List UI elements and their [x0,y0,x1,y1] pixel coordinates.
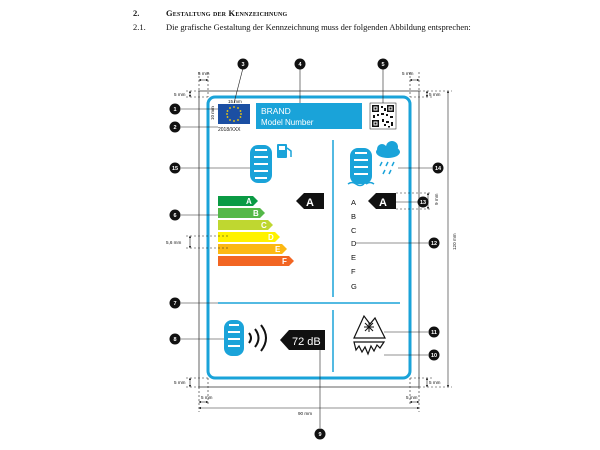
dim-bottom-left: 5 mm [174,380,186,385]
wet-grip-scale: A B C D E F G [351,198,357,291]
wet-grip-letter: D [351,239,357,248]
svg-text:7: 7 [173,301,176,307]
section-title: Gestaltung der Kennzeichnung [166,8,288,18]
dim-left-top: 5 mm [174,92,186,97]
dim-bar-pitch: 5,6 mm [166,240,181,245]
section-number: 2. [133,8,140,18]
eu-flag-icon [218,104,250,124]
wet-grip-icon [347,141,400,187]
callout-12: 12 [428,237,440,249]
callout-3: 3 [237,58,249,70]
section-heading: 2. Gestaltung der Kennzeichnung 2.1. Die… [0,0,600,40]
outer-border [198,90,420,388]
callout-7: 7 [169,297,181,309]
callout-5: 5 [377,58,389,70]
dim-bottom-right: 5 mm [429,380,441,385]
noise-value: 72 dB [292,336,321,348]
callout-9: 9 [314,428,326,440]
flag-height-dim: 10 mm [210,106,215,120]
fuel-bar-label: F [282,257,287,266]
callout-11: 11 [428,326,440,338]
svg-text:8: 8 [173,337,176,343]
svg-text:10: 10 [431,353,437,359]
subsection-number: 2.1. [133,22,146,32]
fuel-bar: C [218,220,273,230]
regulation-number: 2018/XXX [218,127,241,133]
fuel-bar: F [218,256,294,266]
fuel-efficiency-scale: A B C D E F [218,196,294,266]
dimension-lines [186,72,452,412]
fuel-bar: D [218,232,280,242]
dim-under-right: 5 mm [406,395,418,400]
callout-8: 8 [169,333,181,345]
svg-text:5: 5 [381,62,384,68]
wet-grip-letter: F [351,267,356,276]
label-frame [206,95,412,380]
dim-width: 90 mm [298,411,312,416]
fuel-efficiency-icon [250,144,292,183]
ice-grip-icon [353,341,386,356]
callout-leaders [181,67,432,428]
fuel-bar: B [218,208,265,218]
flag-width-dim: 15 mm [228,99,242,104]
wet-grip-letter: C [351,226,357,235]
svg-text:11: 11 [431,330,437,336]
wet-grip-letter: A [351,198,356,207]
dim-wet-gap: 9 mm [434,193,439,205]
fuel-bar: E [218,244,287,254]
callout-6: 6 [169,209,181,221]
wet-grip-class-letter: A [379,197,387,209]
svg-text:9: 9 [318,432,321,438]
callout-13: 13 [417,196,429,208]
svg-text:1: 1 [173,107,176,113]
wet-grip-letter: E [351,253,356,262]
wet-grip-letter: B [351,212,356,221]
svg-text:15: 15 [172,166,178,172]
dim-top-left: 5 mm [198,71,210,76]
fuel-class-indicator: A [296,193,324,209]
svg-text:2: 2 [173,125,176,131]
dim-height: 120 mm [452,233,457,250]
callout-15: 15 [169,162,181,174]
fuel-bar-label: C [261,221,267,230]
noise-value-box: 72 dB [280,330,325,350]
brand-name: BRAND [261,106,291,116]
callout-markers: 1 2 3 4 5 6 7 8 9 10 11 12 13 14 15 [169,58,444,440]
svg-text:6: 6 [173,213,176,219]
fuel-bar-label: E [275,245,281,254]
fuel-bar: A [218,196,258,206]
fuel-bar-label: A [246,197,252,206]
fuel-bar-label: B [253,209,259,218]
svg-text:4: 4 [298,62,302,68]
svg-text:14: 14 [435,166,442,172]
dim-right-top: 5 mm [429,92,441,97]
fuel-class-letter: A [306,197,314,209]
callout-10: 10 [428,349,440,361]
model-number: Model Number [261,118,314,127]
subsection-text: Die grafische Gestaltung der Kennzeichnu… [166,22,471,32]
callout-14: 14 [432,162,444,174]
noise-icon [224,320,267,356]
fuel-bar-label: D [268,233,274,242]
callout-2: 2 [169,121,181,133]
snow-mountain-icon [353,314,386,339]
wet-grip-indicator: A [368,193,396,209]
brand-box [256,103,362,129]
callout-1: 1 [169,103,181,115]
svg-text:3: 3 [241,62,244,68]
svg-text:13: 13 [420,200,426,206]
wet-grip-letter: G [351,282,357,291]
svg-text:12: 12 [431,241,437,247]
dim-under-left: 5 mm [201,395,213,400]
callout-4: 4 [294,58,306,70]
qr-code-icon [369,102,397,130]
dim-top-right: 5 mm [402,71,414,76]
